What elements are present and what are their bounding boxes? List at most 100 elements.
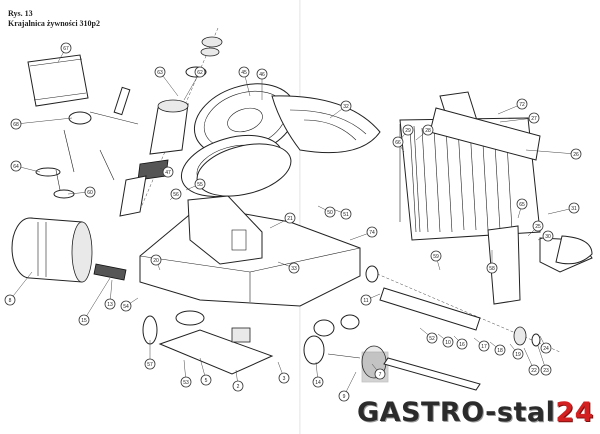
callout-number: 74 <box>369 230 375 236</box>
callout-circle <box>360 294 372 306</box>
callout-circle <box>402 124 414 136</box>
callout-number: 19 <box>515 352 521 358</box>
callout-number: 28 <box>425 128 431 134</box>
callout-circle <box>78 314 90 326</box>
callout-number: 55 <box>197 182 203 188</box>
callout-number: 22 <box>531 368 537 374</box>
callout-number: 56 <box>173 192 179 198</box>
gastro-stal24-logo: GASTRO-stal24 <box>357 393 594 433</box>
logo-part-gastro: GASTRO <box>357 397 486 428</box>
callout-circle <box>232 380 244 392</box>
callout-leader <box>525 149 577 155</box>
callout-number: 47 <box>165 170 171 176</box>
callout-number: 59 <box>433 254 439 260</box>
callout-circle <box>284 212 296 224</box>
callout-number: 57 <box>147 362 153 368</box>
callout-number: 25 <box>535 224 541 230</box>
callout-number: 58 <box>489 266 495 272</box>
base-body-part <box>139 195 361 307</box>
callout-circle <box>194 66 206 78</box>
callout-number: 60 <box>87 190 93 196</box>
callout-circle <box>366 226 378 238</box>
callout-circle <box>200 374 212 386</box>
base-plate-part <box>142 310 274 375</box>
callout-number: 2 <box>237 384 240 390</box>
callout-circle <box>162 166 174 178</box>
sharpener-knob-part <box>68 86 139 125</box>
callout-circle <box>10 160 22 172</box>
callout-number: 17 <box>481 344 487 350</box>
callout-number: 54 <box>123 304 129 310</box>
figure-label: Rys. 13 <box>8 9 33 18</box>
callout-circle <box>288 262 300 274</box>
page-fold <box>299 0 301 434</box>
callout-circle <box>104 298 116 310</box>
carriage-rail-part <box>365 265 561 353</box>
callout-number: 16 <box>459 342 465 348</box>
callout-circle <box>324 206 336 218</box>
callout-number: 64 <box>13 164 19 170</box>
callout-circle <box>374 368 386 380</box>
callout-circle <box>170 188 182 200</box>
callout-circle <box>238 66 250 78</box>
callout-number: 45 <box>241 70 247 76</box>
callout-leader <box>499 117 535 123</box>
callout-circle <box>340 100 352 112</box>
callout-circle <box>426 332 438 344</box>
callout-number: 68 <box>13 122 19 128</box>
callout-number: 20 <box>153 258 159 264</box>
callout-circle <box>84 186 96 198</box>
callout-circle <box>120 300 132 312</box>
callout-number: 30 <box>545 234 551 240</box>
callout-circle <box>154 66 166 78</box>
callout-number: 13 <box>107 302 113 308</box>
callout-circle <box>278 372 290 384</box>
callout-number: 27 <box>531 116 537 122</box>
left-pins-part <box>35 129 115 199</box>
callout-circle <box>512 348 524 360</box>
callout-circle <box>540 342 552 354</box>
callout-number: 52 <box>429 336 435 342</box>
callout-circle <box>392 136 404 148</box>
callout-circle <box>340 208 352 220</box>
callout-circle <box>180 376 192 388</box>
callout-circle <box>516 198 528 210</box>
logo-part-stal: -stal <box>485 397 556 428</box>
callout-circle <box>516 98 528 110</box>
callout-number: 65 <box>519 202 525 208</box>
callout-number: 50 <box>327 210 333 216</box>
callout-circle <box>430 250 442 262</box>
callout-circle <box>150 254 162 266</box>
callout-number: 62 <box>197 70 203 76</box>
callout-circle <box>570 148 582 160</box>
callout-circle <box>60 42 72 54</box>
callout-number: 51 <box>343 212 349 218</box>
callout-number: 18 <box>497 348 503 354</box>
blade-cover-part <box>27 54 89 107</box>
callout-circle <box>338 390 350 402</box>
callout-number: 66 <box>395 140 401 146</box>
callout-circle <box>528 112 540 124</box>
upper-shaft-assembly <box>119 27 223 217</box>
callout-circle <box>568 202 580 214</box>
callout-number: 33 <box>291 266 297 272</box>
blade-guard-ring-part <box>271 95 381 154</box>
callout-circle <box>532 220 544 232</box>
callout-number: 24 <box>543 346 549 352</box>
callout-circle <box>442 336 454 348</box>
callout-number: 3 <box>283 376 286 382</box>
callout-number: 21 <box>287 216 293 222</box>
callout-circle <box>256 68 268 80</box>
motor-part <box>11 217 127 283</box>
logo-part-24: 24 <box>555 397 594 428</box>
callout-number: 32 <box>343 104 349 110</box>
callout-number: 31 <box>571 206 577 212</box>
callout-number: 8 <box>9 298 12 304</box>
callout-number: 5 <box>205 378 208 384</box>
callout-circle <box>542 230 554 242</box>
callout-circle <box>4 294 16 306</box>
callout-number: 67 <box>63 46 69 52</box>
